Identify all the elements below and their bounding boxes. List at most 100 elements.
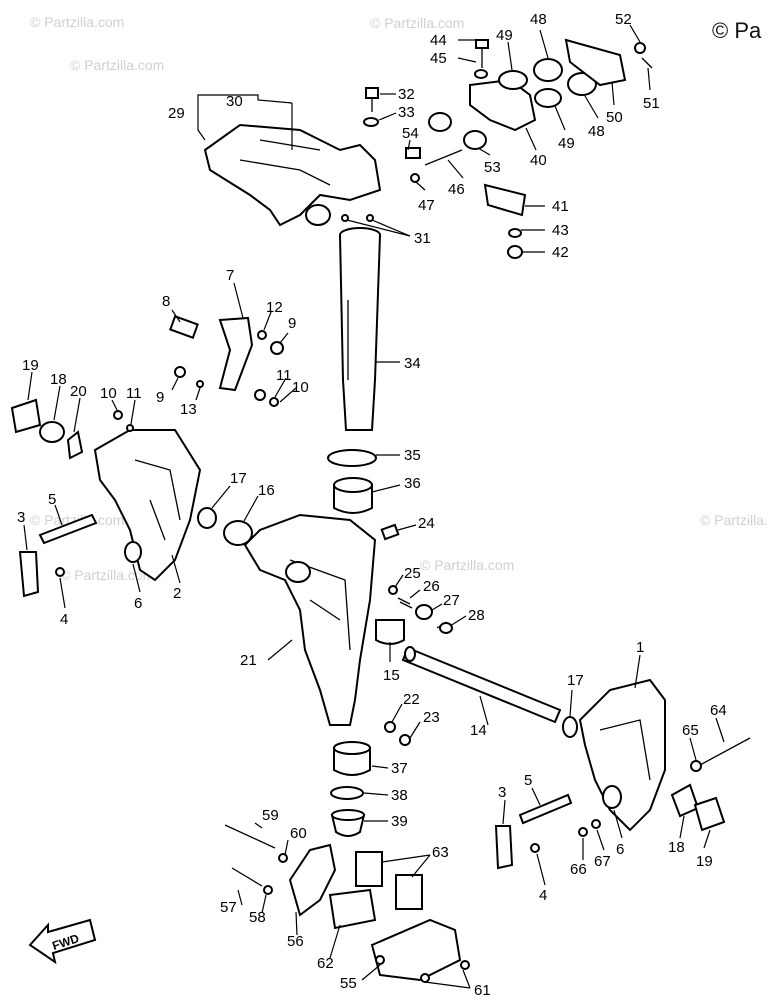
callout-label: 49 (558, 135, 575, 152)
pin-part (530, 843, 540, 853)
bushing-top (333, 741, 371, 755)
stud-part (424, 149, 463, 166)
callout-label: 4 (60, 611, 68, 628)
pin-part (341, 214, 349, 222)
parts-layer (10, 38, 751, 983)
bolt-part (699, 737, 751, 766)
housing-part (469, 78, 537, 132)
callout-label: 61 (474, 982, 491, 999)
callout-label: 20 (70, 383, 87, 400)
callout-label: 3 (17, 509, 25, 526)
callout-label: 27 (443, 592, 460, 609)
callout-label: 59 (262, 807, 279, 824)
callout-label: 11 (126, 385, 142, 402)
pin-part (55, 567, 65, 577)
callout-label: 13 (180, 401, 197, 418)
leader-lines (23, 24, 725, 989)
callout-label: 63 (432, 844, 449, 861)
callout-label: 43 (552, 222, 569, 239)
callout-label: 38 (391, 787, 408, 804)
callout-label: 34 (404, 355, 421, 372)
callout-label: 36 (404, 475, 421, 492)
bolt-head-part (475, 39, 489, 49)
callout-label: 19 (22, 357, 39, 374)
watermark: © Partzilla.com (60, 567, 154, 583)
holder-part (328, 888, 377, 930)
ring-part (327, 449, 377, 467)
rubber-mount-part (355, 851, 383, 887)
bolt-head-part (365, 87, 379, 99)
watermark: © Partzilla.com (370, 15, 464, 31)
callout-label: 23 (423, 709, 440, 726)
nut-part (10, 398, 42, 434)
nut-part (278, 853, 288, 863)
bracket-boss (285, 561, 311, 583)
callout-label: 56 (287, 933, 304, 950)
bushing-part (375, 619, 405, 645)
callout-label: 18 (668, 839, 685, 856)
washer-part (126, 424, 134, 432)
bolt-head-part (174, 366, 186, 378)
callout-label: 40 (530, 152, 547, 169)
callout-label: 15 (383, 667, 400, 684)
bushing-part (333, 747, 371, 776)
callout-label: 21 (240, 652, 257, 669)
ring-part (330, 786, 364, 800)
washer-part (474, 69, 488, 79)
callout-label: 57 (220, 899, 237, 916)
callout-label: 19 (696, 853, 713, 870)
washer-part (591, 819, 601, 829)
grease-nipple-part (384, 721, 396, 733)
callout-label: 29 (168, 105, 185, 122)
callout-label: 14 (470, 722, 487, 739)
clamp-screw-part (38, 513, 98, 545)
callout-label: 1 (636, 639, 644, 656)
callout-label: 28 (468, 607, 485, 624)
bolt-head-part (270, 341, 284, 355)
callout-label: 44 (430, 32, 447, 49)
nut-part (263, 885, 273, 895)
steering-shaft-part (339, 234, 381, 431)
bracket-part (288, 843, 337, 917)
callout-label: 64 (710, 702, 727, 719)
bolt-part (224, 824, 276, 849)
callout-label: 51 (643, 95, 660, 112)
clamp-bracket-detail (134, 459, 181, 541)
callout-label: 17 (567, 672, 584, 689)
callout-label: 8 (162, 293, 170, 310)
washer-part (562, 716, 578, 738)
callout-label: 62 (317, 955, 334, 972)
callout-label: 30 (226, 93, 243, 110)
callout-label: 52 (615, 11, 632, 28)
handle-part (18, 551, 40, 598)
callout-label: 66 (570, 861, 587, 878)
clamp-bracket-part (578, 678, 666, 832)
washer-part (257, 330, 267, 340)
callout-label: 6 (134, 595, 142, 612)
nut-part (634, 42, 646, 54)
callout-label: 45 (430, 50, 447, 67)
tube-end (404, 646, 416, 662)
callout-label: 18 (50, 371, 67, 388)
bushing-part (39, 421, 65, 443)
watermark: © Partzilla.com (70, 57, 164, 73)
washer-part (508, 228, 522, 238)
callout-label: 26 (423, 578, 440, 595)
pin-part (366, 214, 374, 222)
bushing-part (602, 785, 622, 809)
callout-label: 12 (266, 299, 283, 316)
callout-label: 33 (398, 104, 415, 121)
bolt-head-part (375, 955, 385, 965)
fwd-arrow-icon (28, 918, 97, 965)
callout-label: 58 (249, 909, 266, 926)
clamp-bracket-detail (599, 719, 651, 781)
callout-label: 65 (682, 722, 699, 739)
washer-part (578, 827, 588, 837)
bracket-boss (305, 204, 331, 226)
callout-label: 24 (418, 515, 435, 532)
copyright-text: © Pa (712, 18, 762, 43)
cover-part (370, 918, 462, 982)
bushing-part (463, 130, 487, 150)
steering-bracket-detail (239, 139, 331, 186)
